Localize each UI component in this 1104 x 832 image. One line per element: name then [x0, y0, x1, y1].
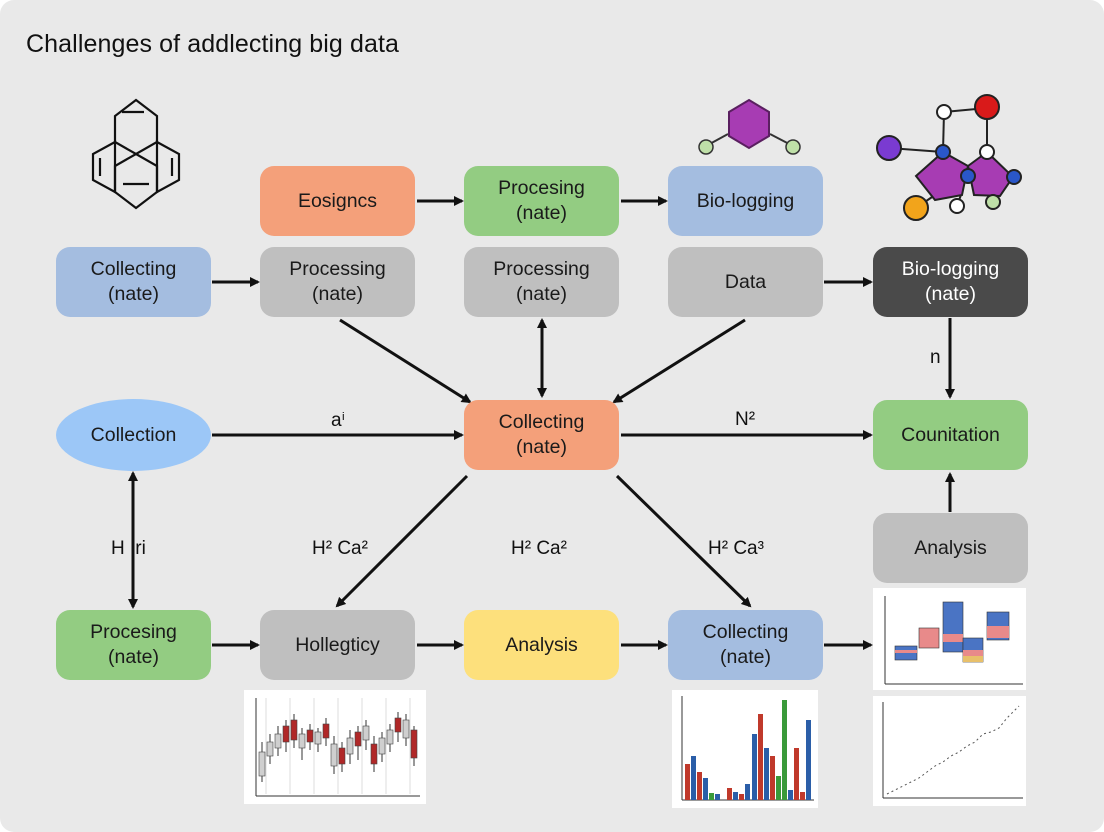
arrow-processing-center	[339, 318, 472, 404]
node-procesing-top: Procesing (nate)	[464, 166, 619, 236]
edge-label-n: n	[930, 347, 941, 368]
node-biologging-top: Bio-logging	[668, 166, 823, 236]
arrow-center-hollegticy	[335, 474, 469, 608]
edge-label-h2ca3: H² Ca³	[708, 538, 764, 559]
arrow-data-center	[612, 318, 746, 404]
node-processing-b: Processing (nate)	[464, 247, 619, 317]
node-eosigncs: Eosigncs	[260, 166, 415, 236]
benzene-ring-icon	[91, 98, 181, 210]
scatter-thumbnail	[873, 696, 1026, 806]
hexagon-molecule-icon	[698, 98, 801, 155]
candlestick-thumbnail	[244, 690, 426, 804]
edge-label-a1: aⁱ	[331, 410, 345, 431]
node-collecting-center: Collecting (nate)	[464, 400, 619, 470]
edge-label-n2: N²	[735, 409, 756, 430]
diagram-title: Challenges of addlecting big data	[26, 30, 400, 58]
range-thumbnail	[873, 588, 1026, 690]
edge-label-h2ca2-mid: H² Ca²	[511, 538, 567, 559]
edge-label-h2ca2-left: H² Ca²	[312, 538, 368, 559]
node-processing-a: Processing (nate)	[260, 247, 415, 317]
node-collecting-bottom: Collecting (nate)	[668, 610, 823, 680]
colored-molecule-icon	[876, 94, 1022, 221]
node-hollegticy: Hollegticy	[260, 610, 415, 680]
bar-thumbnail	[672, 690, 818, 808]
node-analysis-right: Analysis	[873, 513, 1028, 583]
node-data: Data	[668, 247, 823, 317]
node-analysis-bottom: Analysis	[464, 610, 619, 680]
node-counitation: Counitation	[873, 400, 1028, 470]
node-procesing-bottom: Procesing (nate)	[56, 610, 211, 680]
arrow-center-collecting-bottom	[615, 474, 752, 608]
node-collecting-left: Collecting (nate)	[56, 247, 211, 317]
node-biologging-right: Bio-logging (nate)	[873, 247, 1028, 317]
node-collection: Collection	[56, 399, 211, 471]
edge-label-h-ri: H ri	[111, 538, 146, 559]
